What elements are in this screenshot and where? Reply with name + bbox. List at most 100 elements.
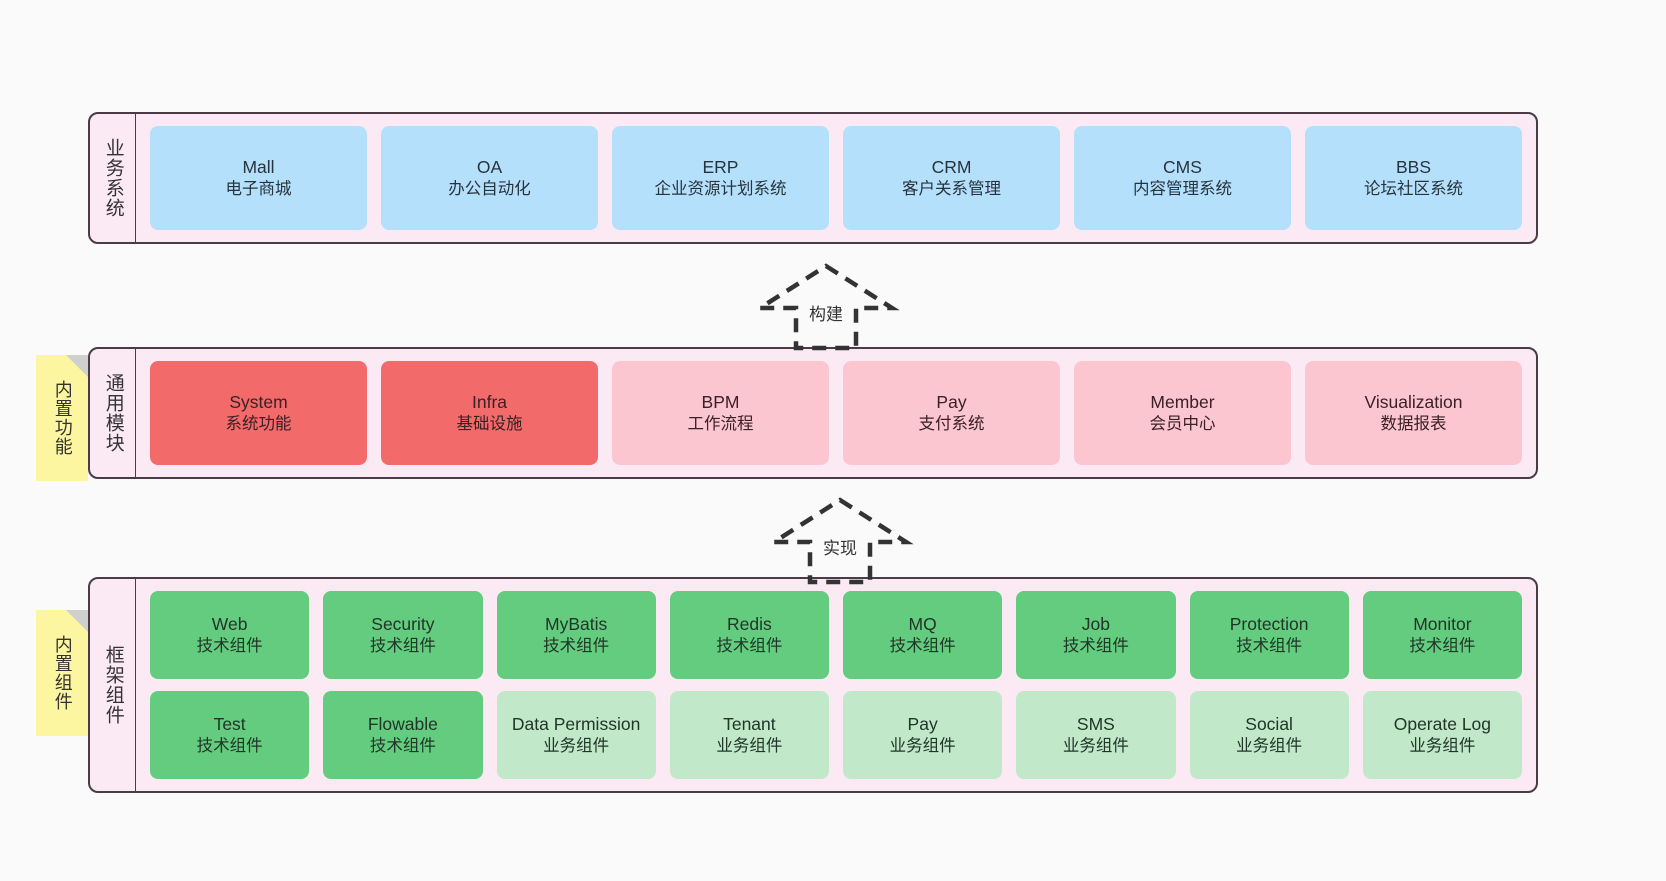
framework-item-social-en: Social xyxy=(1245,713,1293,734)
business-item-oa-en: OA xyxy=(476,156,503,177)
framework-item-web-cn: 技术组件 xyxy=(196,636,263,655)
framework-item-job-cn: 技术组件 xyxy=(1062,636,1129,655)
common-item-visualization-en: Visualization xyxy=(1364,391,1463,412)
common-item-infra[interactable]: Infra 基础设施 xyxy=(381,361,598,465)
business-item-oa-cn: 办公自动化 xyxy=(448,179,531,198)
framework-item-flowable-cn: 技术组件 xyxy=(369,736,436,755)
sticky-note-builtin-components-label: 内置组件 xyxy=(52,635,73,711)
common-item-pay-en: Pay xyxy=(936,391,967,412)
framework-item-data-permission[interactable]: Data Permission 业务组件 xyxy=(496,691,656,779)
framework-item-job[interactable]: Job 技术组件 xyxy=(1016,591,1176,679)
common-items-row: System 系统功能 Infra 基础设施 BPM 工作流程 Pay 支付系统… xyxy=(150,361,1522,465)
business-item-crm-cn: 客户关系管理 xyxy=(902,179,1001,198)
build-arrow-shape xyxy=(752,263,900,351)
business-item-cms-en: CMS xyxy=(1163,156,1202,177)
framework-item-sms-en: SMS xyxy=(1076,713,1115,734)
framework-item-mq-en: MQ xyxy=(908,613,937,634)
layer-panel-framework: 框架组件 Web 技术组件 Security 技术组件 MyBatis 技术组件… xyxy=(88,577,1538,793)
sticky-note-builtin-components: 内置组件 xyxy=(36,610,88,736)
framework-item-test[interactable]: Test 技术组件 xyxy=(150,691,310,779)
sticky-note-builtin-functions-label: 内置功能 xyxy=(52,380,73,456)
common-item-visualization[interactable]: Visualization 数据报表 xyxy=(1305,361,1522,465)
framework-item-mq[interactable]: MQ 技术组件 xyxy=(843,591,1003,679)
sticky-fold-corner-icon-2 xyxy=(66,610,88,632)
framework-item-redis[interactable]: Redis 技术组件 xyxy=(669,591,829,679)
framework-item-pay-en: Pay xyxy=(907,713,938,734)
framework-item-data-permission-en: Data Permission xyxy=(511,713,641,734)
business-item-cms-cn: 内容管理系统 xyxy=(1133,179,1232,198)
common-item-system-cn: 系统功能 xyxy=(225,414,292,433)
common-item-visualization-cn: 数据报表 xyxy=(1380,414,1447,433)
framework-item-security[interactable]: Security 技术组件 xyxy=(323,591,483,679)
common-item-bpm-cn: 工作流程 xyxy=(687,414,754,433)
framework-item-mybatis-en: MyBatis xyxy=(545,613,608,634)
common-item-member-cn: 会员中心 xyxy=(1149,414,1216,433)
framework-item-test-en: Test xyxy=(213,713,246,734)
framework-item-social-cn: 业务组件 xyxy=(1236,736,1303,755)
framework-item-data-permission-cn: 业务组件 xyxy=(543,736,610,755)
business-items-row: Mall 电子商城 OA 办公自动化 ERP 企业资源计划系统 CRM 客户关系… xyxy=(150,126,1522,230)
framework-item-flowable-en: Flowable xyxy=(367,713,438,734)
business-item-oa[interactable]: OA 办公自动化 xyxy=(381,126,598,230)
business-item-erp[interactable]: ERP 企业资源计划系统 xyxy=(612,126,829,230)
uml-arrow-build-label: 构建 xyxy=(809,305,843,324)
framework-item-web[interactable]: Web 技术组件 xyxy=(150,591,310,679)
layer-title-common: 通用模块 xyxy=(90,349,136,477)
implement-arrow-shape xyxy=(766,497,914,585)
framework-item-flowable[interactable]: Flowable 技术组件 xyxy=(323,691,483,779)
framework-item-redis-cn: 技术组件 xyxy=(716,636,783,655)
common-item-infra-en: Infra xyxy=(471,391,508,412)
framework-item-tenant[interactable]: Tenant 业务组件 xyxy=(669,691,829,779)
layer-panel-common: 通用模块 System 系统功能 Infra 基础设施 BPM 工作流程 Pay… xyxy=(88,347,1538,479)
common-item-pay[interactable]: Pay 支付系统 xyxy=(843,361,1060,465)
framework-item-monitor-cn: 技术组件 xyxy=(1409,636,1476,655)
business-item-bbs-en: BBS xyxy=(1395,156,1432,177)
layer-body-framework: Web 技术组件 Security 技术组件 MyBatis 技术组件 Redi… xyxy=(136,579,1536,791)
framework-item-web-en: Web xyxy=(211,613,248,634)
common-item-bpm[interactable]: BPM 工作流程 xyxy=(612,361,829,465)
uml-arrow-build: 构建 xyxy=(752,262,900,351)
framework-row-1: Web 技术组件 Security 技术组件 MyBatis 技术组件 Redi… xyxy=(150,591,1522,679)
framework-item-operate-log-cn: 业务组件 xyxy=(1409,736,1476,755)
framework-item-mybatis-cn: 技术组件 xyxy=(543,636,610,655)
framework-item-security-cn: 技术组件 xyxy=(369,636,436,655)
business-item-bbs[interactable]: BBS 论坛社区系统 xyxy=(1305,126,1522,230)
sticky-fold-corner-icon xyxy=(66,355,88,377)
framework-item-job-en: Job xyxy=(1081,613,1110,634)
framework-item-redis-en: Redis xyxy=(727,613,772,634)
common-item-member[interactable]: Member 会员中心 xyxy=(1074,361,1291,465)
framework-item-mybatis[interactable]: MyBatis 技术组件 xyxy=(496,591,656,679)
layer-panel-business: 业务系统 Mall 电子商城 OA 办公自动化 ERP 企业资源计划系统 CRM… xyxy=(88,112,1538,244)
framework-row-2: Test 技术组件 Flowable 技术组件 Data Permission … xyxy=(150,691,1522,779)
business-item-cms[interactable]: CMS 内容管理系统 xyxy=(1074,126,1291,230)
business-item-bbs-cn: 论坛社区系统 xyxy=(1364,179,1463,198)
common-item-member-en: Member xyxy=(1150,391,1215,412)
business-item-mall[interactable]: Mall 电子商城 xyxy=(150,126,367,230)
framework-item-pay-cn: 业务组件 xyxy=(889,736,956,755)
uml-arrow-implement: 实现 xyxy=(766,496,914,585)
framework-item-monitor[interactable]: Monitor 技术组件 xyxy=(1362,591,1522,679)
framework-item-protection-en: Protection xyxy=(1229,613,1309,634)
framework-item-social[interactable]: Social 业务组件 xyxy=(1189,691,1349,779)
business-item-mall-cn: 电子商城 xyxy=(225,179,292,198)
business-item-crm-en: CRM xyxy=(931,156,972,177)
layer-body-common: System 系统功能 Infra 基础设施 BPM 工作流程 Pay 支付系统… xyxy=(136,349,1536,477)
framework-item-sms[interactable]: SMS 业务组件 xyxy=(1016,691,1176,779)
common-item-system-en: System xyxy=(229,391,288,412)
layer-title-business: 业务系统 xyxy=(90,114,136,242)
layer-body-business: Mall 电子商城 OA 办公自动化 ERP 企业资源计划系统 CRM 客户关系… xyxy=(136,114,1536,242)
common-item-infra-cn: 基础设施 xyxy=(456,414,523,433)
layer-title-framework: 框架组件 xyxy=(90,579,136,791)
framework-item-protection[interactable]: Protection 技术组件 xyxy=(1189,591,1349,679)
framework-item-operate-log-en: Operate Log xyxy=(1393,713,1492,734)
uml-arrow-implement-label: 实现 xyxy=(823,539,857,558)
common-item-system[interactable]: System 系统功能 xyxy=(150,361,367,465)
common-item-pay-cn: 支付系统 xyxy=(918,414,985,433)
business-item-crm[interactable]: CRM 客户关系管理 xyxy=(843,126,1060,230)
framework-item-test-cn: 技术组件 xyxy=(196,736,263,755)
framework-item-operate-log[interactable]: Operate Log 业务组件 xyxy=(1362,691,1522,779)
business-item-erp-cn: 企业资源计划系统 xyxy=(654,179,787,198)
framework-item-pay[interactable]: Pay 业务组件 xyxy=(843,691,1003,779)
sticky-note-builtin-functions: 内置功能 xyxy=(36,355,88,481)
